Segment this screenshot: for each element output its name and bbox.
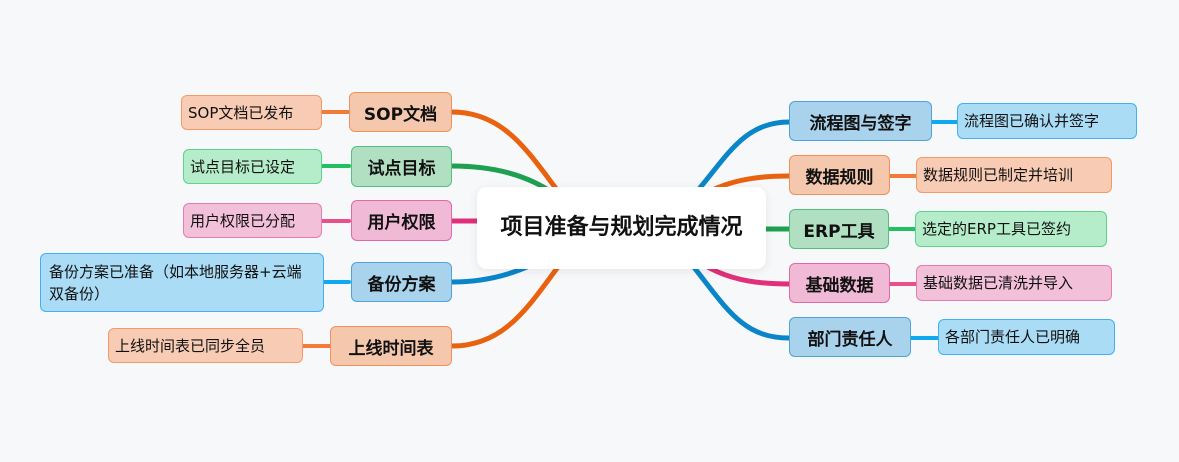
subtopic-schedule-synced[interactable]: 上线时间表已同步全员 xyxy=(108,328,303,363)
subtopic-sop-published[interactable]: SOP文档已发布 xyxy=(181,95,322,130)
topic-label: 上线时间表 xyxy=(348,338,434,359)
subtopic-label: 上线时间表已同步全员 xyxy=(115,336,266,355)
subtopic-label: 流程图已确认并签字 xyxy=(964,112,1100,130)
topic-department-owners[interactable]: 部门责任人 xyxy=(789,317,911,357)
topic-erp-tool[interactable]: ERP工具 xyxy=(789,209,889,249)
subtopic-master-data-imported[interactable]: 基础数据已清洗并导入 xyxy=(916,265,1112,301)
central-topic-label: 项目准备与规划完成情况 xyxy=(500,215,743,240)
subtopic-label: 试点目标已设定 xyxy=(190,157,296,176)
subtopic-label: 数据规则已制定并培训 xyxy=(923,166,1074,184)
topic-pilot-goals[interactable]: 试点目标 xyxy=(351,146,452,187)
topic-flowchart-signoff[interactable]: 流程图与签字 xyxy=(789,101,932,141)
central-topic[interactable]: 项目准备与规划完成情况 xyxy=(477,187,766,269)
subtopic-owners-defined[interactable]: 各部门责任人已明确 xyxy=(938,319,1115,355)
topic-label: ERP工具 xyxy=(803,221,875,242)
topic-data-rules[interactable]: 数据规则 xyxy=(789,155,890,195)
topic-label: 部门责任人 xyxy=(807,329,893,350)
topic-label: 流程图与签字 xyxy=(809,113,912,134)
subtopic-data-rules-trained[interactable]: 数据规则已制定并培训 xyxy=(916,157,1112,193)
subtopic-label: 用户权限已分配 xyxy=(190,211,296,230)
topic-sop-document[interactable]: SOP文档 xyxy=(349,92,452,132)
topic-label: 基础数据 xyxy=(805,275,874,296)
topic-label: 用户权限 xyxy=(367,213,436,233)
topic-user-permissions[interactable]: 用户权限 xyxy=(351,200,452,241)
subtopic-label: SOP文档已发布 xyxy=(188,103,294,122)
topic-label: 试点目标 xyxy=(367,159,436,179)
topic-launch-schedule[interactable]: 上线时间表 xyxy=(330,326,452,366)
topic-master-data[interactable]: 基础数据 xyxy=(789,263,890,303)
topic-label: SOP文档 xyxy=(363,104,438,125)
subtopic-pilot-goals-set[interactable]: 试点目标已设定 xyxy=(183,149,322,184)
topic-backup-plan[interactable]: 备份方案 xyxy=(351,262,452,302)
subtopic-erp-signed[interactable]: 选定的ERP工具已签约 xyxy=(915,211,1107,247)
subtopic-permissions-assigned[interactable]: 用户权限已分配 xyxy=(183,203,322,238)
subtopic-flowchart-confirmed[interactable]: 流程图已确认并签字 xyxy=(957,103,1137,139)
subtopic-label: 各部门责任人已明确 xyxy=(945,328,1081,346)
subtopic-backup-prepared[interactable]: 备份方案已准备（如本地服务器+云端双备份） xyxy=(40,253,324,312)
subtopic-label: 备份方案已准备（如本地服务器+云端双备份） xyxy=(49,262,302,303)
topic-label: 数据规则 xyxy=(805,167,874,188)
subtopic-label: 选定的ERP工具已签约 xyxy=(922,220,1071,238)
topic-label: 备份方案 xyxy=(367,274,436,295)
subtopic-label: 基础数据已清洗并导入 xyxy=(923,274,1074,292)
